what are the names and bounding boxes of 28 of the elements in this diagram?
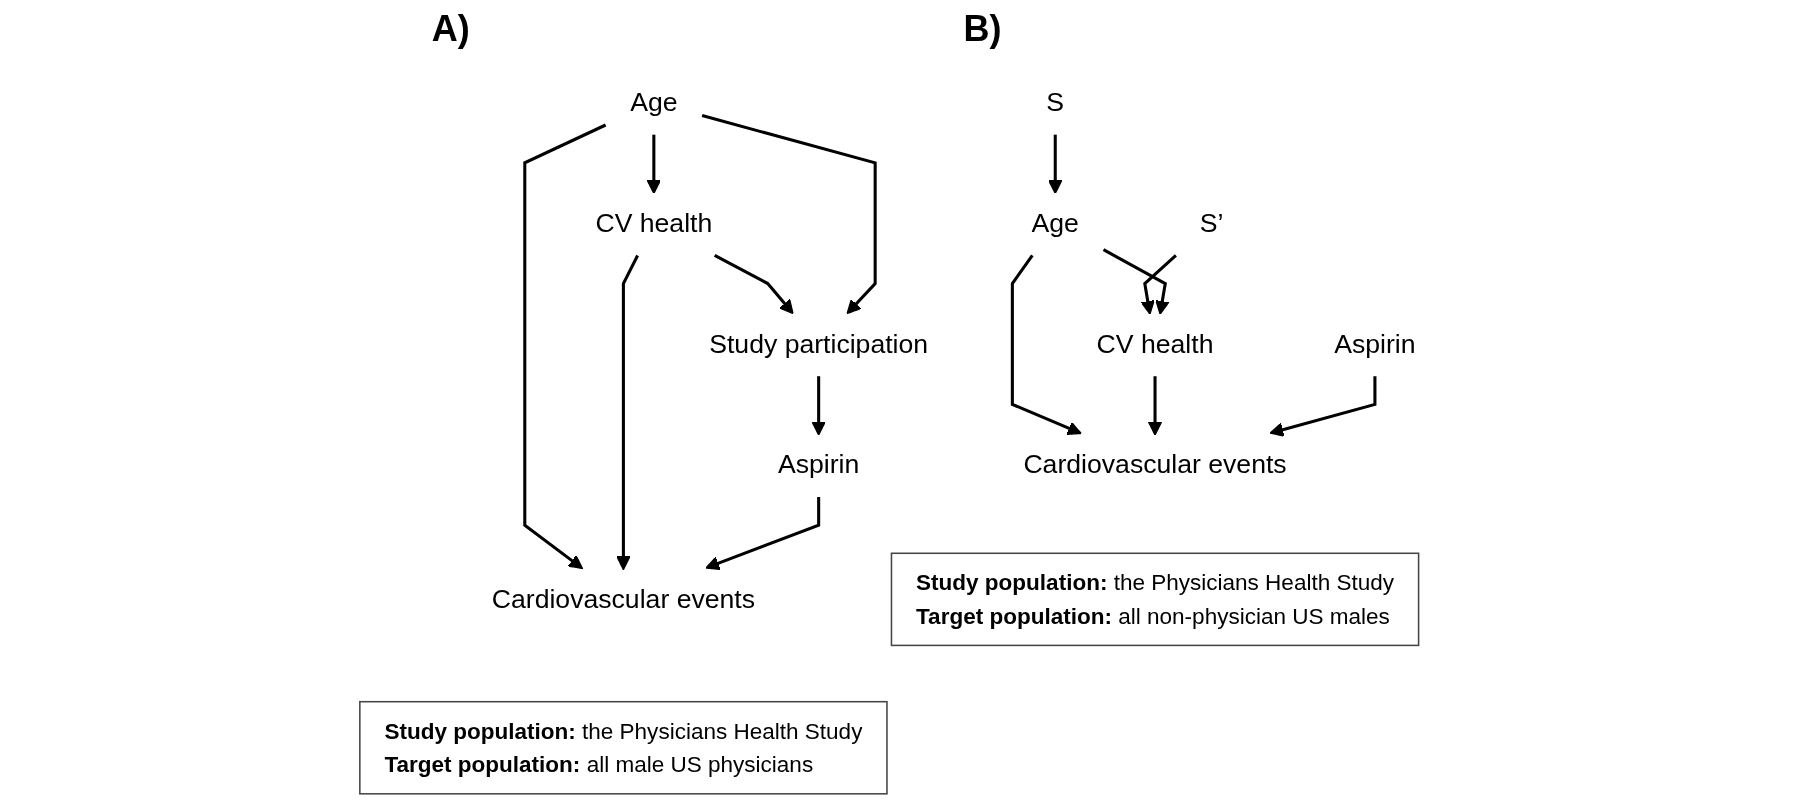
arrow	[1147, 376, 1163, 436]
arrow	[523, 123, 607, 570]
panel-label: B)	[963, 8, 1002, 50]
variable-label: Age	[630, 86, 678, 118]
variable-label: Study participation	[709, 328, 929, 359]
arrow	[1269, 376, 1377, 437]
arrow	[1048, 134, 1063, 195]
arrow	[1140, 254, 1177, 315]
variable-label: CV health	[1096, 328, 1214, 359]
variable-label: S’	[1199, 207, 1224, 239]
arrow	[701, 114, 877, 315]
arrow	[616, 254, 639, 571]
variable-label: Aspirin	[778, 448, 860, 480]
arrow	[705, 497, 821, 571]
note-box: Study population: the Physicians Health Study Target population: all non-physician US males	[890, 552, 1420, 647]
variable-label: Aspirin	[1334, 328, 1416, 359]
variable-label: Cardiovascular events	[1023, 448, 1287, 480]
panel-label: A)	[431, 8, 470, 50]
arrow	[646, 134, 662, 195]
variable-label: Age	[1031, 207, 1079, 239]
arrow	[1010, 254, 1082, 436]
arrow	[1102, 248, 1170, 315]
note-box: Study population: the Physicians Health Study Target population: all male US physicians	[359, 700, 888, 795]
variable-label: Cardiovascular events	[491, 583, 756, 615]
arrow	[811, 376, 826, 436]
variable-label: S	[1046, 86, 1065, 118]
arrow	[713, 254, 794, 315]
variable-label: CV health	[595, 207, 713, 239]
